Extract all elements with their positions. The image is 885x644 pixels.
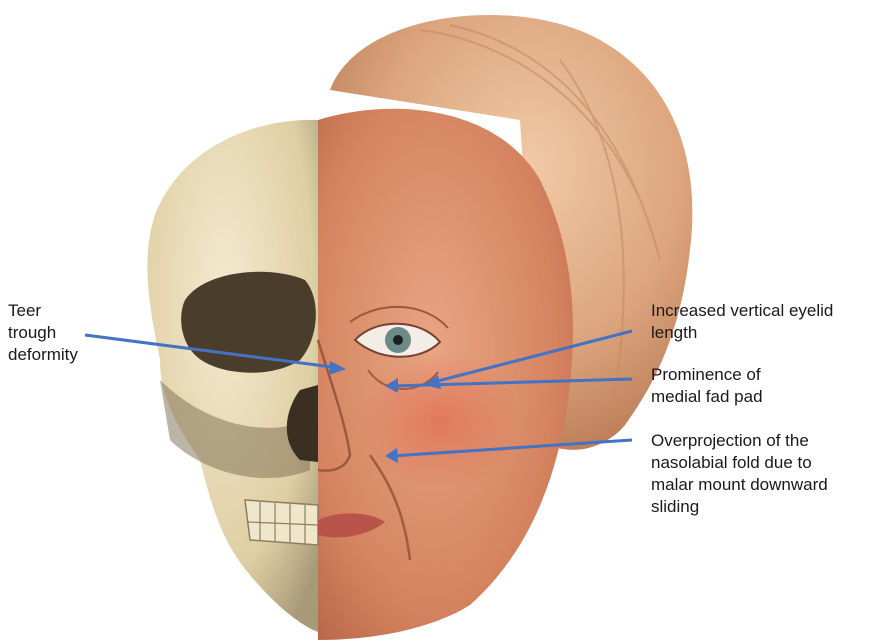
cheek-redness	[360, 350, 520, 490]
label-nasolabial-fold: Overprojection of the nasolabial fold du…	[651, 430, 828, 518]
label-eyelid-length: Increased vertical eyelid length	[651, 300, 833, 344]
pupil	[393, 335, 403, 345]
skull	[147, 120, 318, 632]
label-teer-trough-deformity: Teer trough deformity	[8, 300, 78, 366]
label-medial-fat-pad: Prominence of medial fad pad	[651, 364, 763, 408]
